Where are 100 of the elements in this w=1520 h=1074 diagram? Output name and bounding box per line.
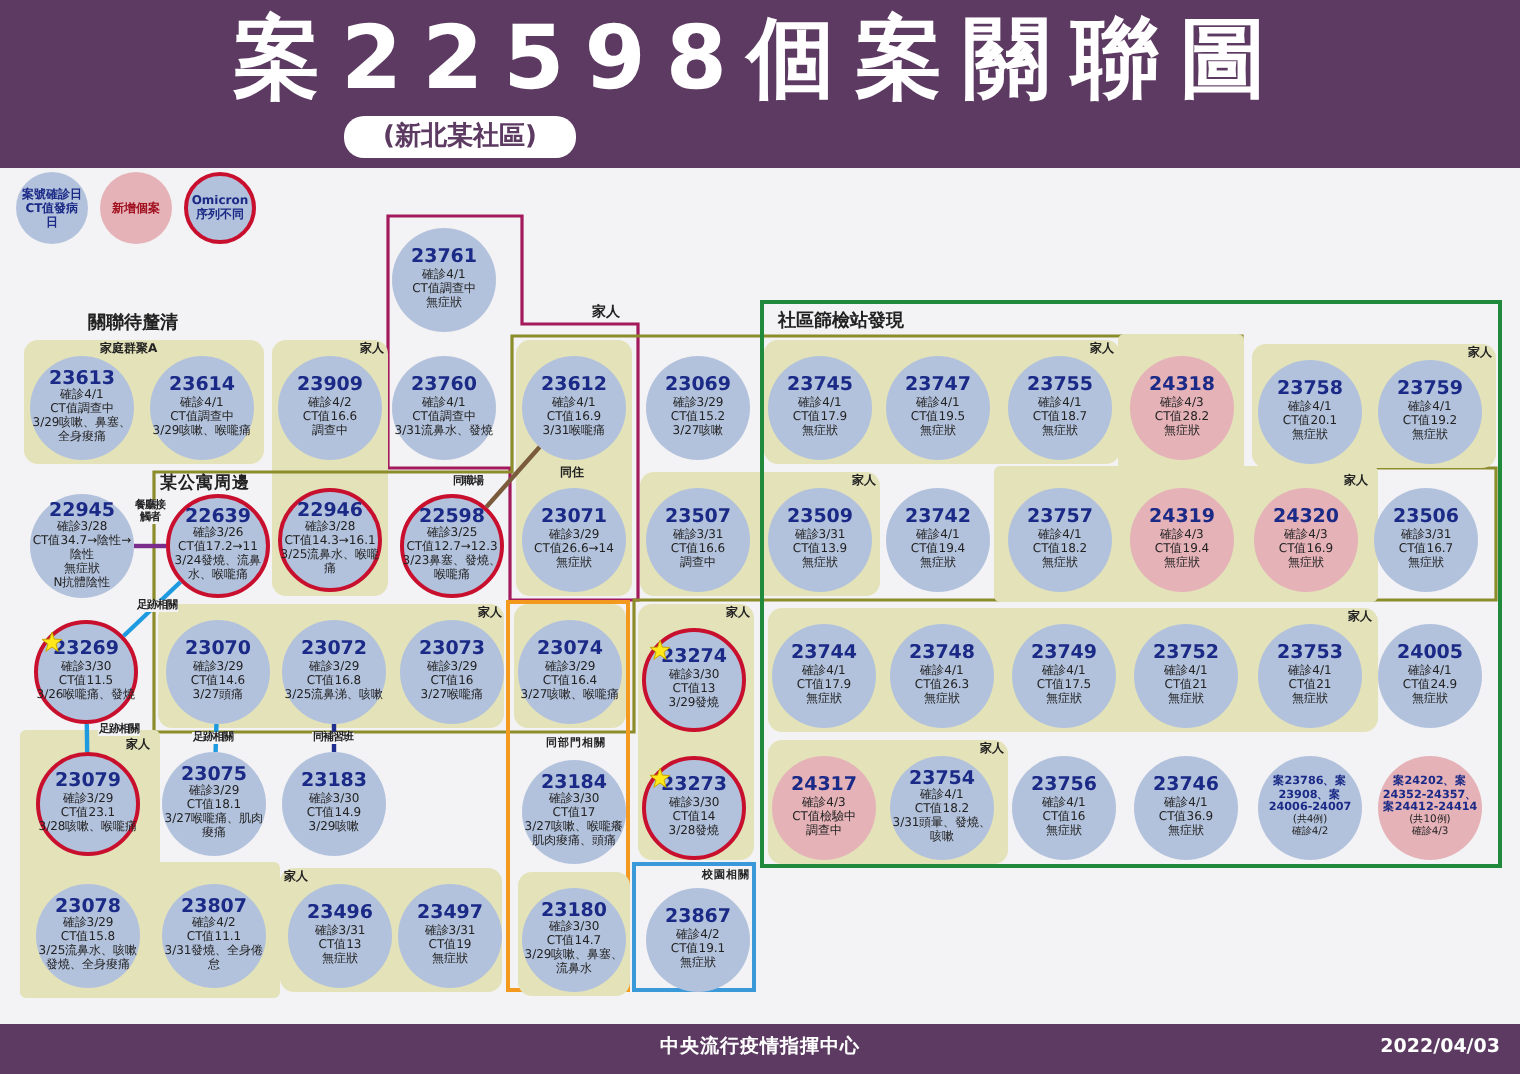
region-title: 某公寓周邊 bbox=[160, 473, 250, 493]
cluster-band bbox=[24, 340, 264, 464]
case-circle bbox=[772, 624, 876, 728]
cluster-heading: 關聯待釐清 bbox=[88, 314, 178, 336]
case-number: 23756 bbox=[1030, 776, 1098, 797]
case-number: 23746 bbox=[1152, 776, 1220, 797]
case-circle bbox=[1374, 488, 1478, 592]
case-circle bbox=[1012, 624, 1116, 728]
case-circle bbox=[400, 494, 504, 598]
region-title: 社區篩檢站發現 bbox=[778, 312, 904, 332]
case-number: 22945 bbox=[48, 501, 116, 522]
case-number: 24318 bbox=[1148, 376, 1216, 397]
case-number: 24317 bbox=[790, 776, 858, 797]
case-number: 23753 bbox=[1276, 644, 1344, 665]
case-number: 23079 bbox=[54, 772, 122, 793]
cluster-band bbox=[764, 340, 1120, 464]
case-circle bbox=[282, 620, 386, 724]
case-number: 22639 bbox=[184, 508, 252, 528]
case-number: 23909 bbox=[296, 376, 364, 397]
case-number: 23742 bbox=[904, 508, 972, 529]
case-circle bbox=[1134, 624, 1238, 728]
case-number: 23613 bbox=[48, 370, 116, 390]
group-outline bbox=[632, 862, 756, 992]
case-number: 22598 bbox=[418, 508, 486, 528]
case-circle bbox=[30, 356, 134, 460]
case-number: 23274 bbox=[660, 648, 728, 669]
case-number: 23074 bbox=[536, 640, 604, 661]
case-number: 23496 bbox=[306, 904, 374, 925]
case-number: 23755 bbox=[1026, 376, 1094, 397]
case-number: 23273 bbox=[660, 776, 728, 797]
case-circle bbox=[522, 888, 626, 992]
case-number: 23509 bbox=[786, 508, 854, 529]
case-circle bbox=[642, 756, 746, 860]
case-circle bbox=[1258, 624, 1362, 728]
case-circle bbox=[30, 494, 134, 598]
cluster-band bbox=[272, 340, 388, 596]
case-circle bbox=[166, 494, 270, 598]
case-number: 23757 bbox=[1026, 508, 1094, 529]
cluster-band bbox=[768, 608, 1378, 732]
case-circle bbox=[768, 356, 872, 460]
case-circle bbox=[162, 752, 266, 856]
subtitle: (新北某社區) bbox=[344, 116, 576, 158]
connector-line bbox=[213, 723, 219, 753]
case-number: 23760 bbox=[410, 376, 478, 397]
case-number: 23497 bbox=[416, 904, 484, 925]
case-circle bbox=[282, 752, 386, 856]
case-circle bbox=[642, 628, 746, 732]
cluster-band bbox=[514, 604, 626, 728]
case-number: 23761 bbox=[410, 248, 478, 269]
case-number: 23759 bbox=[1396, 380, 1464, 401]
case-number: 23180 bbox=[540, 902, 608, 922]
case-circle bbox=[772, 756, 876, 860]
case-circle bbox=[392, 228, 496, 332]
case-number: 23183 bbox=[300, 772, 368, 793]
case-number: 23070 bbox=[184, 640, 252, 661]
case-number: 23807 bbox=[180, 898, 248, 918]
case-circle bbox=[890, 756, 994, 860]
case-circle bbox=[890, 624, 994, 728]
cluster-band bbox=[1252, 344, 1496, 468]
case-circle bbox=[1012, 756, 1116, 860]
case-number: 23075 bbox=[180, 766, 248, 786]
connector-line bbox=[134, 543, 166, 549]
case-number: 23184 bbox=[540, 774, 608, 794]
case-circle bbox=[522, 488, 626, 592]
case-circle bbox=[392, 356, 496, 460]
case-number: 23744 bbox=[790, 644, 858, 665]
case-number: 23748 bbox=[908, 644, 976, 665]
case-number: 23752 bbox=[1152, 644, 1220, 665]
case-group-circle bbox=[1258, 756, 1362, 860]
case-number: 22946 bbox=[296, 502, 364, 522]
case-circle bbox=[288, 884, 392, 988]
case-circle bbox=[278, 488, 382, 592]
title: 案22598個案關聯圖 bbox=[230, 8, 1290, 112]
case-number: 23747 bbox=[904, 376, 972, 397]
case-number: 23614 bbox=[168, 376, 236, 397]
case-number: 23754 bbox=[908, 770, 976, 790]
case-number: 23749 bbox=[1030, 644, 1098, 665]
case-number: 23269 bbox=[52, 640, 120, 661]
case-circle bbox=[398, 884, 502, 988]
case-circle bbox=[400, 620, 504, 724]
connector-line bbox=[84, 723, 90, 753]
cluster-band bbox=[638, 604, 754, 860]
case-circle bbox=[34, 620, 138, 724]
case-number: 23612 bbox=[540, 376, 608, 397]
case-circle bbox=[518, 620, 622, 724]
case-number: 23072 bbox=[300, 640, 368, 661]
case-number: 23073 bbox=[418, 640, 486, 661]
case-circle bbox=[1378, 624, 1482, 728]
cluster-band bbox=[280, 868, 502, 992]
case-number: 24320 bbox=[1272, 508, 1340, 529]
case-number: 24319 bbox=[1148, 508, 1216, 529]
case-circle bbox=[646, 488, 750, 592]
case-circle bbox=[1378, 360, 1482, 464]
case-number: 23069 bbox=[664, 376, 732, 397]
cluster-band bbox=[518, 872, 630, 996]
case-number: 23071 bbox=[540, 508, 608, 529]
cluster-band bbox=[768, 740, 1008, 864]
case-group-circle bbox=[1378, 756, 1482, 860]
cluster-band bbox=[516, 340, 632, 596]
case-circle bbox=[886, 488, 990, 592]
